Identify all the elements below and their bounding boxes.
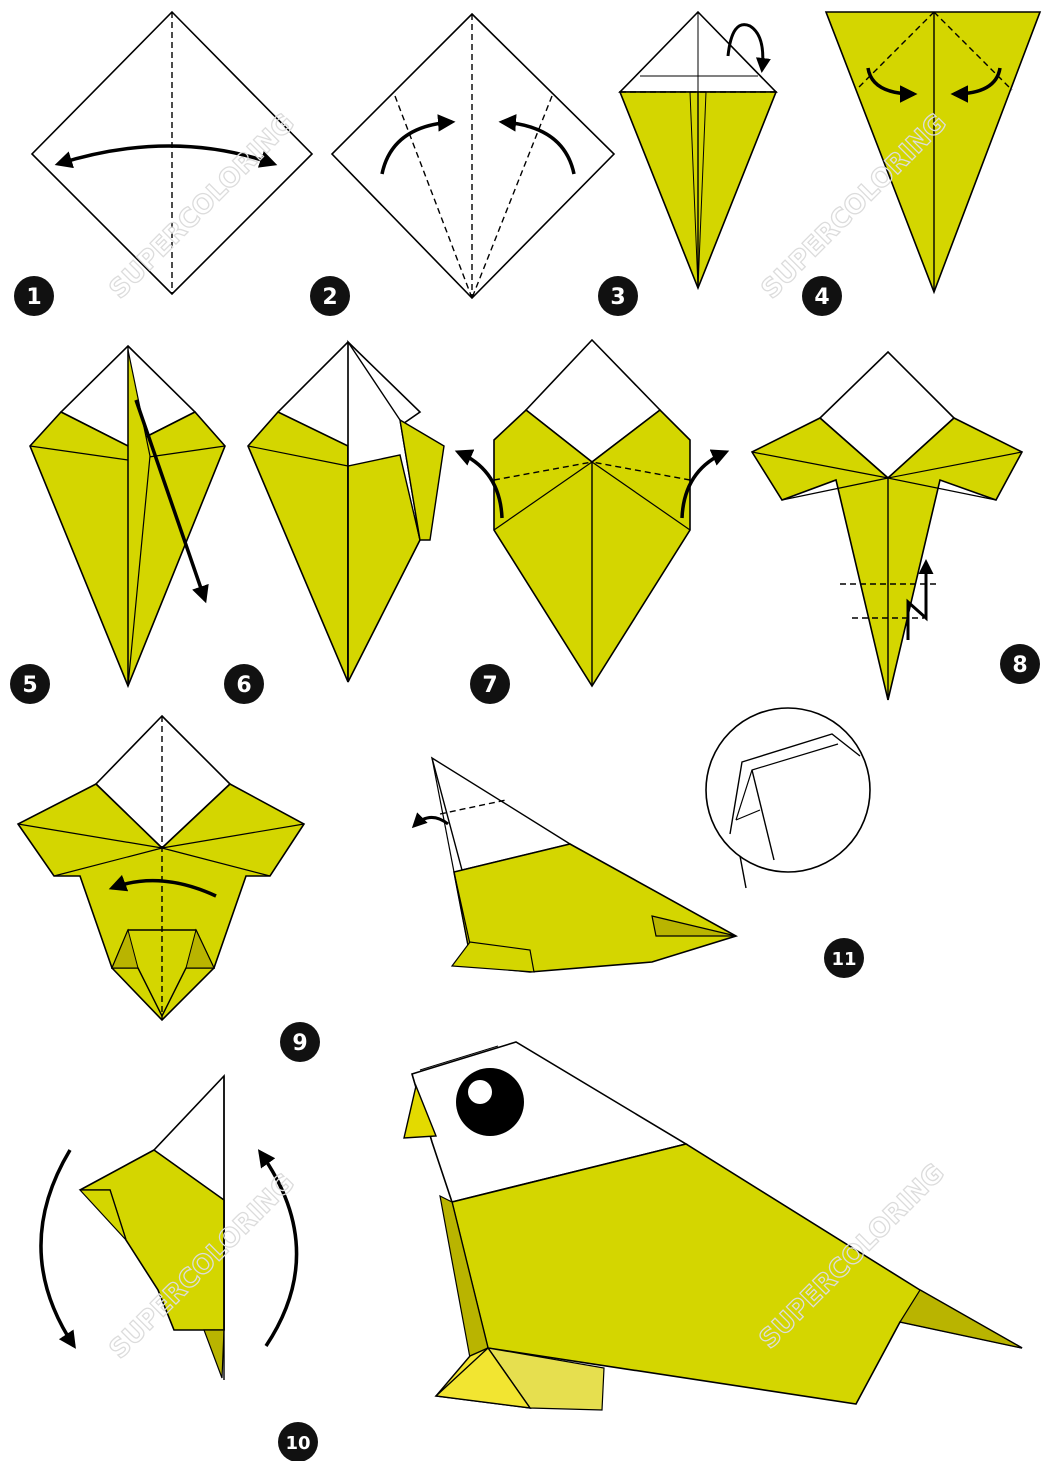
step-badge-2: 2 [310, 276, 350, 316]
step-badge-6: 6 [224, 664, 264, 704]
step-2-figure [332, 14, 614, 298]
step-badge-5: 5 [10, 664, 50, 704]
svg-text:1: 1 [26, 285, 41, 310]
final-bird [404, 1042, 1022, 1410]
step-badge-11: 11 [824, 938, 864, 978]
svg-text:7: 7 [482, 673, 497, 698]
detail-circle [706, 708, 870, 888]
svg-text:3: 3 [610, 285, 625, 310]
svg-text:9: 9 [292, 1031, 307, 1056]
svg-text:6: 6 [236, 673, 251, 698]
bird-eye-highlight [468, 1080, 492, 1104]
step-7-figure [458, 340, 726, 686]
step-badge-8: 8 [1000, 644, 1040, 684]
step-badge-10: 10 [278, 1422, 318, 1461]
step-badge-1: 1 [14, 276, 54, 316]
step-badge-3: 3 [598, 276, 638, 316]
bird-eye [456, 1068, 524, 1136]
rotate-arrow [41, 1150, 74, 1346]
svg-text:11: 11 [831, 949, 856, 970]
step-6-figure [248, 342, 444, 682]
svg-text:8: 8 [1012, 653, 1027, 678]
step-badge-4: 4 [802, 276, 842, 316]
step-11-figure [414, 758, 736, 972]
step-badge-7: 7 [470, 664, 510, 704]
svg-text:10: 10 [285, 1433, 310, 1454]
step-8-figure [752, 352, 1022, 700]
step-3-figure [620, 12, 776, 288]
bird-tail [900, 1290, 1022, 1348]
step-4-figure [826, 12, 1040, 292]
svg-text:4: 4 [814, 285, 829, 310]
fold-arrow [414, 817, 448, 826]
step-badge-9: 9 [280, 1022, 320, 1062]
svg-text:2: 2 [322, 285, 337, 310]
step-5-figure [30, 346, 225, 686]
step-9-figure [18, 716, 304, 1020]
svg-text:5: 5 [22, 673, 37, 698]
